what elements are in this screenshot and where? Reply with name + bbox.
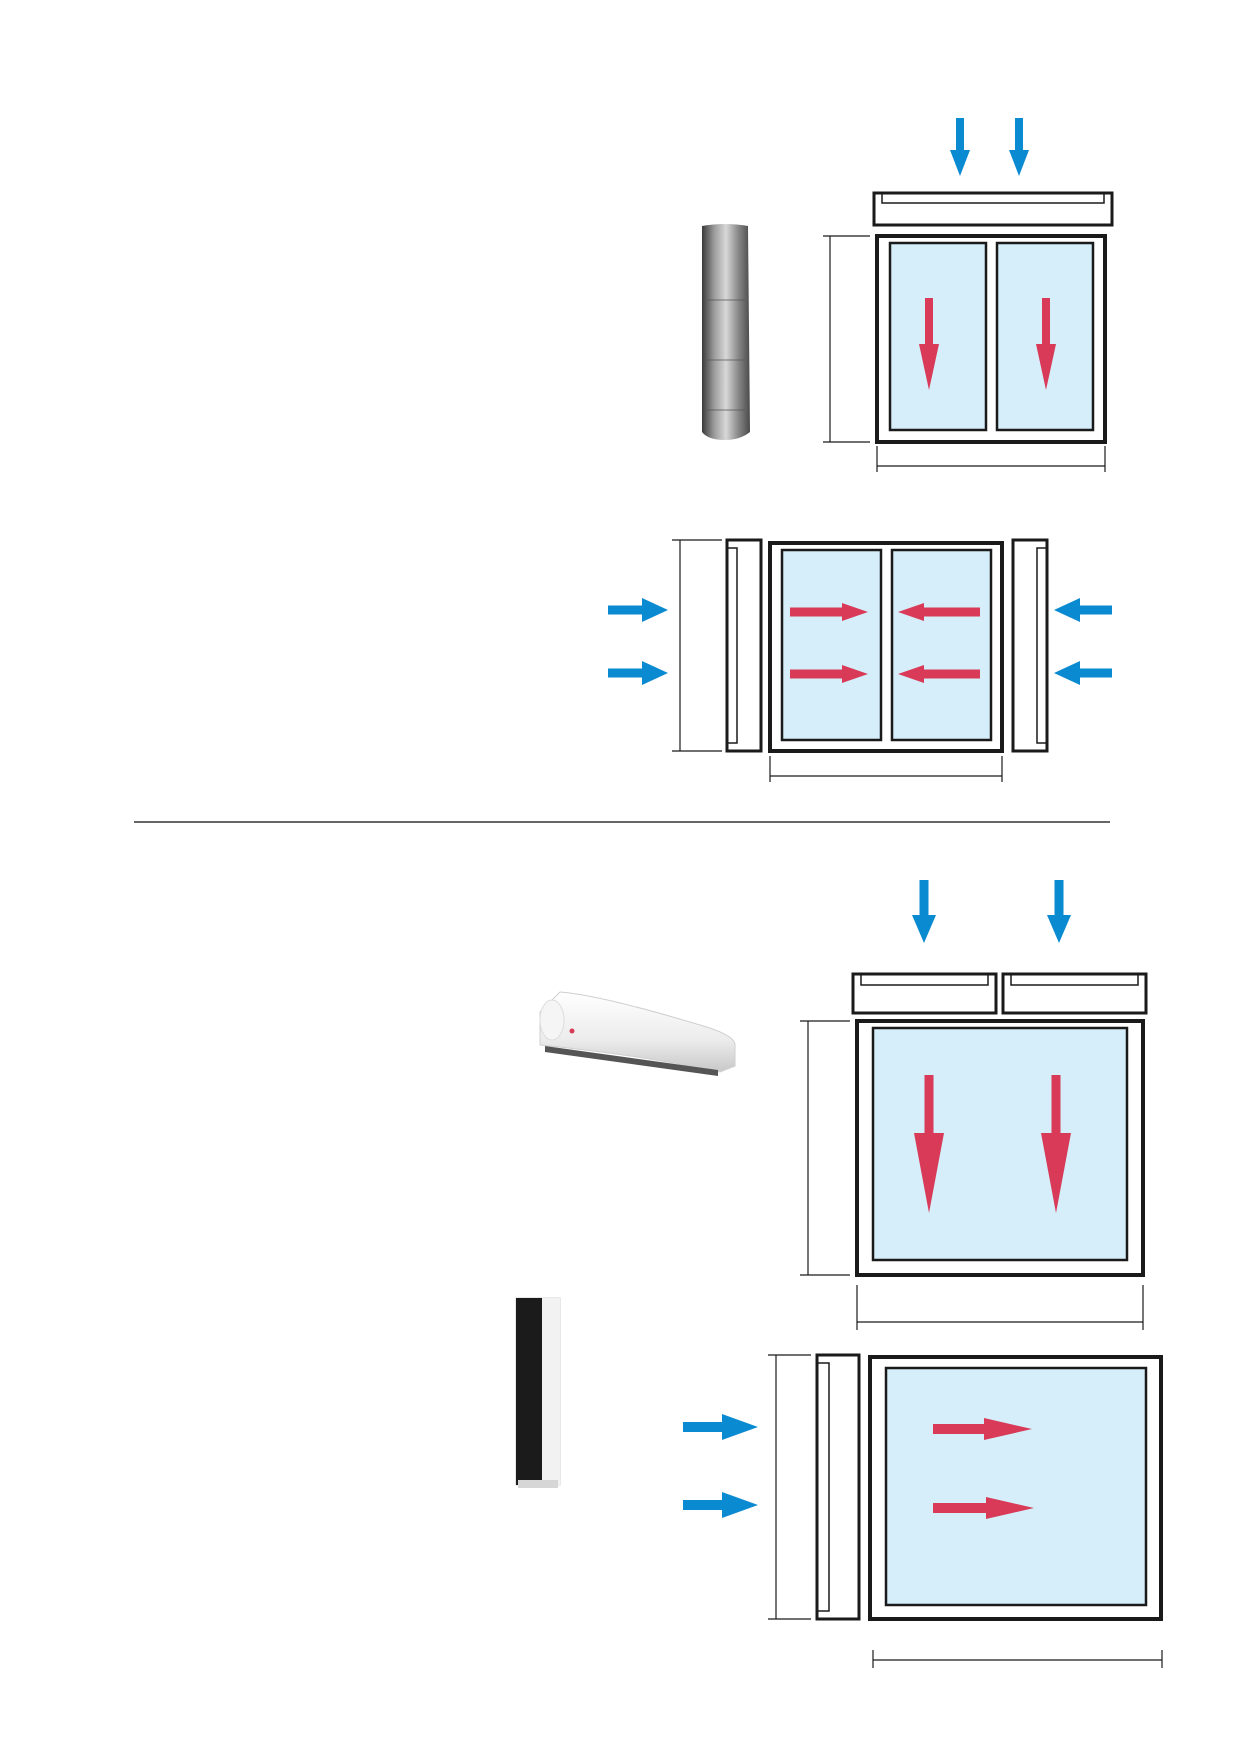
airflow-arrows [608,118,1112,1519]
warm-air-arrow-icon [919,298,939,390]
width-dimension-line [856,1285,1144,1330]
warm-air-arrow-icon [898,603,980,621]
width-dimension-line [876,446,1106,472]
diagram-side-mount-double [672,538,1049,782]
air-curtain-unit-right-slot [1036,547,1048,744]
warm-air-arrow-icon [933,1497,1034,1519]
warm-air-arrow-icon [898,665,980,683]
air-curtain-unit-top-slot [881,192,1105,204]
air-curtain-vertical-steel-icon [702,224,750,440]
window-pane-right [890,548,993,742]
air-curtain-unit-left [725,538,763,753]
air-curtain-unit-top-left [851,972,998,1015]
diagram-side-mount-single [515,1297,1163,1668]
height-dimension-line [672,539,722,752]
warm-air-arrow-icon [933,1418,1032,1440]
window-pane [871,1026,1129,1262]
width-dimension-line [769,756,1003,782]
cold-air-arrow-icon [1054,661,1112,685]
air-curtain-unit-right [1011,538,1049,753]
height-dimension-line [768,1354,811,1620]
air-curtain-unit-top-right-slot [1010,973,1139,986]
air-curtain-unit-left [815,1353,861,1621]
cold-air-arrow-icon [1054,598,1112,622]
cold-air-arrow-icon [1009,118,1029,176]
cold-air-arrow-icon [608,598,668,622]
height-dimension-line [800,1020,850,1276]
cold-air-arrow-icon [683,1492,758,1518]
cold-air-arrow-icon [608,661,668,685]
window-pane [884,1366,1148,1607]
air-curtain-unit-left-slot [816,1362,830,1612]
air-curtain-unit-left-slot [726,547,738,744]
cold-air-arrow-icon [683,1414,758,1440]
air-curtain-unit-top-right [1001,972,1148,1015]
warm-air-arrow-icon [1036,298,1056,390]
width-dimension-line [872,1650,1163,1668]
air-curtain-unit-top [872,191,1114,227]
diagram-top-mount-single [539,972,1148,1330]
air-curtain-vertical-black-icon [515,1297,561,1488]
window-pane-left [888,241,988,432]
cold-air-arrow-icon [912,880,936,943]
warm-air-arrow-icon [790,665,868,683]
cold-air-arrow-icon [1047,880,1071,943]
air-curtain-unit-top-left-slot [860,973,989,986]
warm-air-arrow-icon [790,603,868,621]
diagram-top-mount-double [702,191,1114,472]
warm-air-arrow-icon [1041,1075,1071,1213]
cold-air-arrow-icon [950,118,970,176]
warm-air-arrow-icon [914,1075,944,1213]
height-dimension-line [823,235,870,443]
window-pane-left [780,548,883,742]
air-curtain-horizontal-white-icon [539,991,736,1076]
